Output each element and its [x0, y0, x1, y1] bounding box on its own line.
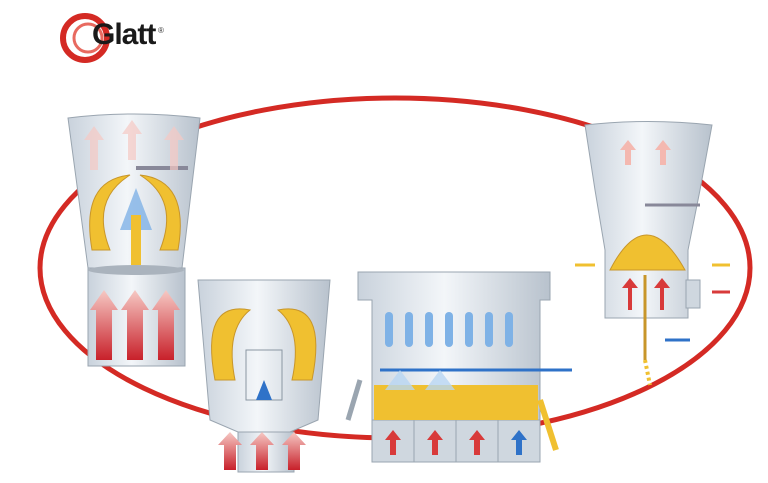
continuous-fluid-bed	[345, 271, 572, 463]
wurster-coater	[197, 279, 331, 473]
glatt-logo	[60, 13, 110, 63]
logo-wordmark: Glatt	[92, 18, 156, 51]
spray-granulator-classifier	[575, 121, 730, 386]
top-spray-granulator	[67, 113, 201, 367]
registered-mark: ®	[158, 26, 164, 35]
